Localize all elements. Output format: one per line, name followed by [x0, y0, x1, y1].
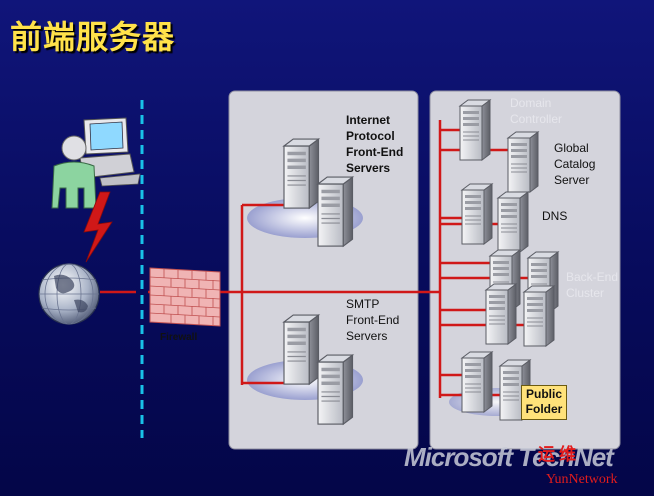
server-icon: [461, 351, 493, 413]
watermark-en: YunNetwork: [546, 472, 618, 487]
server-icon: [523, 285, 555, 347]
label-line: Controller: [510, 112, 563, 126]
label-line: Catalog: [554, 157, 596, 171]
watermark-cn: 运维: [538, 445, 580, 465]
back-end-cluster-label: Back-End Cluster: [566, 269, 618, 301]
server-icon: [461, 183, 493, 245]
label-line: Internet: [346, 113, 391, 127]
label-line: Global: [554, 141, 589, 155]
server-icon: [459, 99, 491, 161]
user-icon: [51, 135, 97, 209]
label-line: SMTP: [346, 297, 380, 311]
internet-protocol-label: Internet Protocol Front-End Servers: [346, 112, 403, 176]
server-icon: [317, 176, 354, 247]
label-line: Servers: [346, 329, 388, 343]
server-icon: [317, 354, 354, 425]
firewall-icon: [149, 267, 221, 327]
label-line: Folder: [525, 402, 563, 416]
microsoft-technet-logo: Microsoft TechNet: [404, 442, 614, 472]
server-icon: [283, 138, 320, 209]
slide-title: 前端服务器: [10, 18, 176, 56]
label-line: Servers: [346, 161, 391, 175]
label-line: Public: [525, 387, 562, 401]
label-line: Back-End: [566, 270, 619, 284]
lightning-icon: [83, 191, 113, 263]
global-catalog-label: Global Catalog Server: [554, 140, 595, 188]
label-line: Protocol: [346, 129, 395, 143]
label-line: Front-End: [346, 145, 404, 159]
server-icon: [507, 131, 539, 193]
domain-controller-label: Domain Controller: [510, 95, 562, 127]
globe-icon: [38, 263, 100, 325]
label-line: Front-End: [346, 313, 400, 327]
front-end-panel: [228, 90, 419, 450]
label-line: Cluster: [566, 286, 605, 300]
server-icon: [497, 191, 529, 253]
label-line: Domain: [510, 96, 552, 110]
smtp-front-end-label: SMTP Front-End Servers: [346, 296, 399, 344]
label-line: Server: [554, 173, 590, 187]
server-icon: [283, 314, 320, 385]
server-icon: [485, 283, 517, 345]
public-folder-label: Public Folder: [521, 385, 567, 420]
dns-label: DNS: [542, 209, 568, 223]
firewall-label: Firewall: [160, 332, 198, 343]
